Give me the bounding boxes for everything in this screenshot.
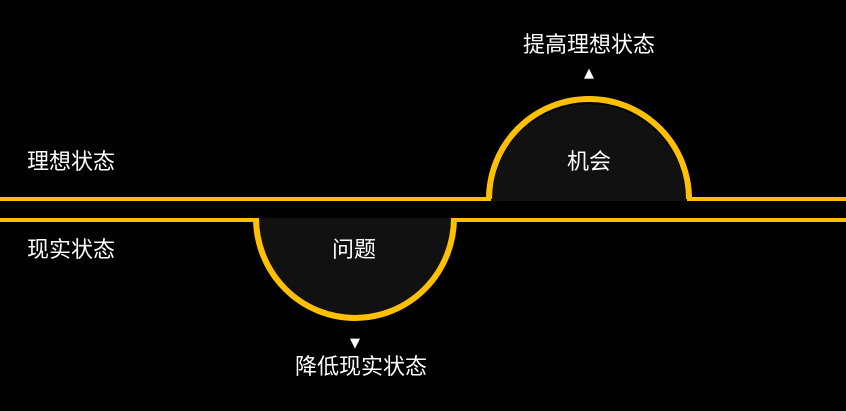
raise-ideal-label: 提高理想状态 [522, 33, 656, 58]
opportunity-label: 机会 [566, 150, 612, 175]
ideal-state-label: 理想状态 [27, 150, 116, 175]
up-arrow-icon: ▲ [584, 66, 594, 81]
opportunity-dome [492, 104, 686, 201]
lower-real-label: 降低现实状态 [294, 355, 428, 380]
opportunity-dome-outline [486, 96, 692, 200]
problem-bowl-outline [253, 217, 457, 321]
problem-bowl [258, 218, 452, 315]
down-arrow-icon: ▼ [350, 336, 360, 351]
ideal-state-line [0, 97, 846, 201]
problem-label: 问题 [331, 238, 377, 263]
real-state-label: 现实状态 [27, 238, 116, 263]
